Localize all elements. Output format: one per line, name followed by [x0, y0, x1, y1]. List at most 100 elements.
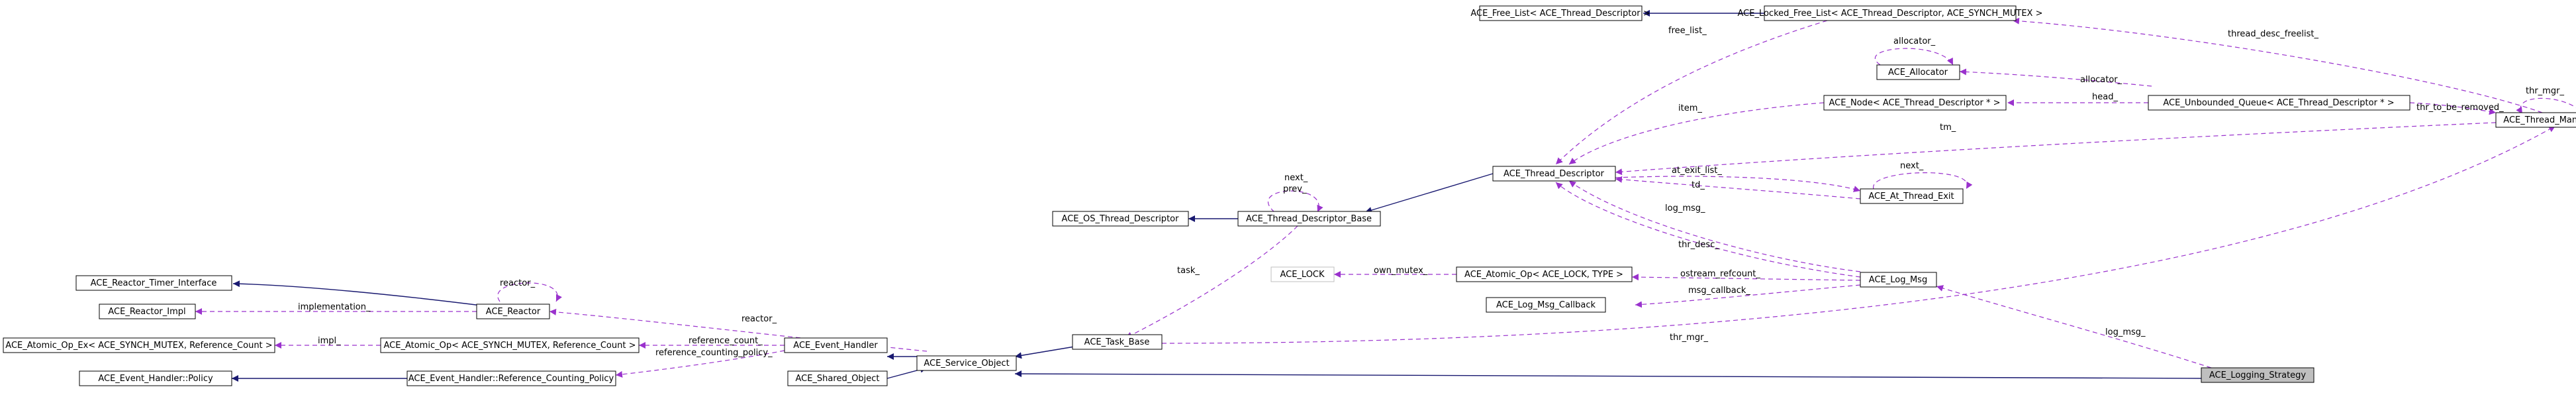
label-impl: impl_: [318, 336, 341, 346]
node-thread-descriptor-base[interactable]: ACE_Thread_Descriptor_Base: [1237, 211, 1381, 227]
node-service-object[interactable]: ACE_Service_Object: [916, 355, 1017, 371]
edge-item: [1568, 102, 1825, 165]
svg-text:ACE_Atomic_Op_Ex< ACE_SYNCH_MU: ACE_Atomic_Op_Ex< ACE_SYNCH_MUTEX, Refer…: [5, 341, 272, 351]
edge-thr-mgr-task-base: [1161, 125, 2556, 344]
label-thread-desc-freelist: thread_desc_freelist_: [2228, 29, 2319, 39]
svg-text:ACE_Logging_Strategy: ACE_Logging_Strategy: [2209, 370, 2307, 380]
node-event-handler[interactable]: ACE_Event_Handler: [784, 337, 888, 353]
svg-text:ACE_Unbounded_Queue< ACE_Threa: ACE_Unbounded_Queue< ACE_Thread_Descript…: [2163, 98, 2394, 108]
node-reactor-timer-interface[interactable]: ACE_Reactor_Timer_Interface: [75, 275, 232, 291]
edge-reactor-to-timer-interface: [232, 280, 487, 307]
node-thread-manager[interactable]: ACE_Thread_Manager: [2495, 112, 2576, 128]
node-log-msg-callback[interactable]: ACE_Log_Msg_Callback: [1486, 297, 1606, 313]
edge-reactor-self: [497, 282, 562, 302]
svg-text:ACE_OS_Thread_Descriptor: ACE_OS_Thread_Descriptor: [1062, 214, 1180, 224]
label-log-msg-strategy: log_msg_: [2105, 327, 2146, 337]
edge-logging-strategy-to-service-object: [1014, 370, 2212, 379]
svg-text:ACE_Reactor_Timer_Interface: ACE_Reactor_Timer_Interface: [91, 278, 217, 288]
node-locked-free-list[interactable]: ACE_Locked_Free_List< ACE_Thread_Descrip…: [1738, 5, 2043, 21]
nodes: ACE_Free_List< ACE_Thread_Descriptor > A…: [3, 5, 2576, 386]
svg-text:ACE_Reactor: ACE_Reactor: [486, 307, 541, 317]
svg-text:ACE_LOCK: ACE_LOCK: [1280, 270, 1325, 280]
edge-next-prev-self-base: [1268, 190, 1323, 213]
node-thread-descriptor[interactable]: ACE_Thread_Descriptor: [1492, 166, 1616, 182]
label-msg-callback: msg_callback_: [1688, 286, 1750, 296]
edge-thr-to-be-removed: [2409, 102, 2497, 115]
svg-text:ACE_Thread_Descriptor_Base: ACE_Thread_Descriptor_Base: [1246, 214, 1372, 224]
label-prev: prev_: [1283, 184, 1307, 194]
edge-thread-descriptor-to-base: [1364, 173, 1494, 213]
node-node-thread-descriptor[interactable]: ACE_Node< ACE_Thread_Descriptor * >: [1823, 95, 2007, 111]
svg-text:ACE_Atomic_Op< ACE_LOCK, TYPE: ACE_Atomic_Op< ACE_LOCK, TYPE >: [1464, 270, 1623, 280]
label-thr-desc: thr_desc_: [1678, 240, 1719, 250]
node-log-msg[interactable]: ACE_Log_Msg: [1860, 272, 1937, 288]
label-reactor-self: reactor_: [500, 278, 536, 288]
label-thr-to-be-removed: thr_to_be_removed_: [2416, 103, 2504, 113]
edge-at-exit-list: [1615, 176, 1861, 192]
svg-text:ACE_Service_Object: ACE_Service_Object: [924, 359, 1009, 368]
edges: [195, 10, 2576, 382]
svg-text:ACE_Shared_Object: ACE_Shared_Object: [795, 374, 879, 384]
edge-log-msg-strategy: [1936, 285, 2212, 368]
node-reactor[interactable]: ACE_Reactor: [476, 304, 550, 319]
node-atomic-op-ex[interactable]: ACE_Atomic_Op_Ex< ACE_SYNCH_MUTEX, Refer…: [3, 337, 275, 353]
label-task: task_: [1177, 266, 1200, 276]
label-log-msg: log_msg_: [1665, 203, 1705, 213]
label-next-at-exit: next_: [1900, 161, 1924, 171]
edge-allocator-queue: [1959, 68, 2152, 87]
label-item: item_: [1678, 103, 1702, 113]
svg-text:ACE_Allocator: ACE_Allocator: [1888, 68, 1948, 78]
svg-text:ACE_Log_Msg: ACE_Log_Msg: [1869, 275, 1927, 285]
node-os-thread-descriptor[interactable]: ACE_OS_Thread_Descriptor: [1052, 211, 1189, 227]
svg-text:ACE_Reactor_Impl: ACE_Reactor_Impl: [108, 307, 185, 317]
node-unbounded-queue[interactable]: ACE_Unbounded_Queue< ACE_Thread_Descript…: [2148, 95, 2410, 111]
edge-reference-counting-policy: [615, 350, 785, 378]
label-tm: tm_: [1940, 123, 1956, 133]
node-at-thread-exit[interactable]: ACE_At_Thread_Exit: [1860, 188, 1964, 204]
node-event-handler-policy[interactable]: ACE_Event_Handler::Policy: [79, 370, 232, 386]
svg-text:ACE_Task_Base: ACE_Task_Base: [1084, 337, 1150, 347]
edge-thr-mgr-self: [2516, 97, 2576, 115]
label-td: td_: [1692, 180, 1705, 190]
svg-text:ACE_Atomic_Op< ACE_SYNCH_MUTEX: ACE_Atomic_Op< ACE_SYNCH_MUTEX, Referenc…: [384, 341, 636, 351]
node-free-list[interactable]: ACE_Free_List< ACE_Thread_Descriptor >: [1470, 5, 1650, 21]
edge-labels: free_list_ thread_desc_freelist_ allocat…: [298, 26, 2564, 358]
svg-text:ACE_Node< ACE_Thread_Descripto: ACE_Node< ACE_Thread_Descriptor * >: [1829, 98, 2000, 108]
node-atomic-op-refcount[interactable]: ACE_Atomic_Op< ACE_SYNCH_MUTEX, Referenc…: [380, 337, 640, 353]
label-reactor-1: reactor_: [741, 314, 777, 324]
node-task-base[interactable]: ACE_Task_Base: [1072, 334, 1163, 350]
node-reactor-impl[interactable]: ACE_Reactor_Impl: [99, 304, 196, 319]
svg-text:ACE_Thread_Manager: ACE_Thread_Manager: [2503, 115, 2576, 125]
node-reference-counting-policy[interactable]: ACE_Event_Handler::Reference_Counting_Po…: [406, 370, 616, 386]
label-at-exit-list: at_exit_list_: [1672, 166, 1722, 176]
label-own-mutex: own_mutex_: [1374, 266, 1428, 276]
label-ostream-refcount: ostream_refcount_: [1680, 269, 1760, 279]
svg-text:ACE_Log_Msg_Callback: ACE_Log_Msg_Callback: [1496, 300, 1596, 310]
label-reference-counting-policy: reference_counting_policy_: [655, 348, 773, 358]
edge-task-base-to-service-object: [1014, 345, 1083, 359]
svg-text:ACE_Thread_Descriptor: ACE_Thread_Descriptor: [1503, 169, 1605, 179]
svg-text:ACE_Event_Handler: ACE_Event_Handler: [793, 341, 878, 351]
label-implementation: implementation_: [298, 302, 371, 312]
label-reference-count: reference_count_: [689, 336, 763, 346]
edge-msg-callback: [1635, 284, 1861, 308]
node-shared-object[interactable]: ACE_Shared_Object: [787, 370, 888, 386]
edge-free-list: [1555, 20, 1828, 165]
edge-allocator-self: [1874, 48, 1954, 66]
svg-text:ACE_Event_Handler::Policy: ACE_Event_Handler::Policy: [98, 374, 213, 384]
label-head: head_: [2092, 92, 2118, 102]
edge-td: [1615, 176, 1861, 199]
node-ace-lock[interactable]: ACE_LOCK: [1270, 266, 1335, 282]
edge-thread-desc-freelist: [2012, 17, 2543, 113]
edge-thr-desc: [1555, 182, 1861, 278]
svg-text:ACE_Free_List< ACE_Thread_Desc: ACE_Free_List< ACE_Thread_Descriptor >: [1470, 9, 1650, 19]
label-free-list: free_list_: [1668, 26, 1707, 36]
label-thr-mgr-self: thr_mgr_: [2526, 86, 2564, 96]
node-atomic-op-lock[interactable]: ACE_Atomic_Op< ACE_LOCK, TYPE >: [1456, 266, 1633, 282]
edge-tm: [1615, 122, 2497, 176]
node-allocator[interactable]: ACE_Allocator: [1876, 64, 1960, 80]
node-logging-strategy[interactable]: ACE_Logging_Strategy: [2201, 367, 2314, 383]
label-allocator-self: allocator_: [1893, 36, 1936, 46]
svg-text:ACE_At_Thread_Exit: ACE_At_Thread_Exit: [1868, 192, 1954, 201]
